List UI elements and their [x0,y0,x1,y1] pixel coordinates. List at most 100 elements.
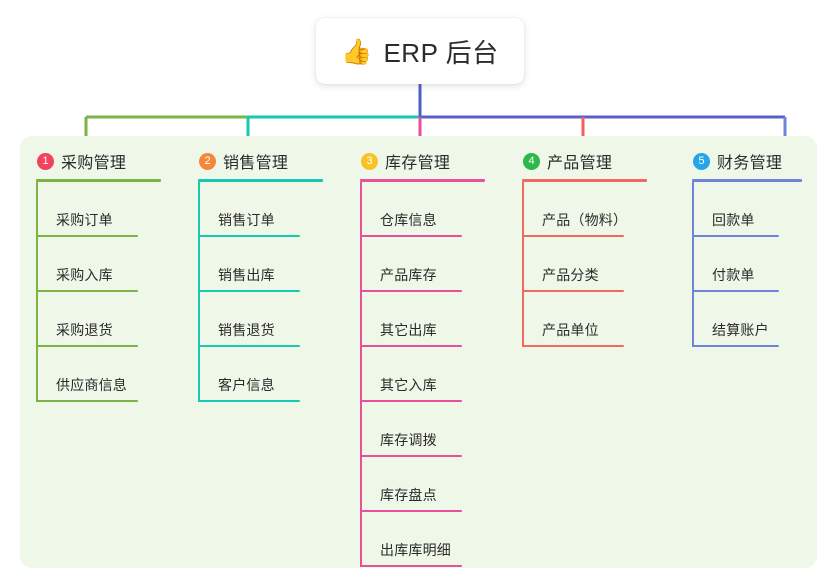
column-number-badge: 1 [37,152,54,170]
root-title: ERP 后台 [383,37,499,68]
column-items: 回款单付款单结算账户 [692,182,824,347]
leaf-label: 采购退货 [56,322,113,338]
mindmap-column-2: 2 销售管理销售订单销售出库销售退货客户信息 [185,148,345,402]
mindmap-leaf[interactable]: 回款单 [692,182,824,237]
column-header-rule [522,179,647,182]
mindmap-leaf[interactable]: 销售订单 [198,182,345,237]
column-number-badge: 4 [523,152,540,170]
mindmap-leaf[interactable]: 出库库明细 [360,512,507,567]
mindmap-leaf[interactable]: 库存盘点 [360,457,507,512]
column-header-1[interactable]: 1 采购管理 [23,148,183,174]
leaf-label: 产品分类 [542,267,599,283]
column-spine [198,182,200,402]
column-header-rule [36,179,161,182]
mindmap-leaf[interactable]: 库存调拨 [360,402,507,457]
leaf-label: 采购订单 [56,212,113,228]
column-title: 销售管理 [223,155,289,172]
column-title: 采购管理 [61,155,127,172]
leaf-rule [36,235,138,237]
mindmap-leaf[interactable]: 采购入库 [36,237,183,292]
column-items: 采购订单采购入库采购退货供应商信息 [36,182,183,402]
mindmap-leaf[interactable]: 采购订单 [36,182,183,237]
mindmap-column-5: 5 财务管理回款单付款单结算账户 [679,148,824,347]
leaf-label: 采购入库 [56,267,113,283]
column-number-badge: 3 [361,152,378,170]
mindmap-leaf[interactable]: 产品单位 [522,292,669,347]
mindmap-leaf[interactable]: 其它出库 [360,292,507,347]
leaf-rule [360,290,462,292]
leaf-rule [522,235,624,237]
leaf-label: 付款单 [712,267,755,283]
mindmap-column-4: 4 产品管理产品（物料） 产品分类产品单位 [509,148,669,347]
leaf-rule [522,345,624,347]
leaf-label: 库存盘点 [380,487,437,503]
thumbs-up-icon: 👍 [341,36,373,66]
leaf-rule [198,235,300,237]
column-number-badge: 2 [199,152,216,170]
leaf-label: 其它入库 [380,377,437,393]
root-node[interactable]: 👍 ERP 后台 [316,18,524,84]
leaf-rule [692,290,779,292]
leaf-rule [198,290,300,292]
leaf-rule [360,345,462,347]
leaf-label: 仓库信息 [380,212,437,228]
mindmap-leaf[interactable]: 结算账户 [692,292,824,347]
mindmap-leaf[interactable]: 其它入库 [360,347,507,402]
leaf-label: 销售订单 [218,212,275,228]
leaf-label: 客户信息 [218,377,275,393]
column-title: 产品管理 [547,155,613,172]
column-header-2[interactable]: 2 销售管理 [185,148,345,174]
column-header-rule [360,179,485,182]
column-spine [360,182,362,567]
leaf-label: 销售出库 [218,267,275,283]
leaf-rule [360,510,462,512]
mindmap-column-1: 1 采购管理采购订单采购入库采购退货供应商信息 [23,148,183,402]
column-items: 产品（物料） 产品分类产品单位 [522,182,669,347]
root-node-content: 👍 ERP 后台 [341,33,498,70]
leaf-rule [360,455,462,457]
column-header-rule [198,179,323,182]
column-header-rule [692,179,802,182]
leaf-rule [360,235,462,237]
column-spine [692,182,694,347]
mindmap-leaf[interactable]: 产品库存 [360,237,507,292]
leaf-rule [360,400,462,402]
column-items: 仓库信息产品库存其它出库其它入库库存调拨库存盘点出库库明细 [360,182,507,567]
column-items: 销售订单销售出库销售退货客户信息 [198,182,345,402]
mindmap-leaf[interactable]: 仓库信息 [360,182,507,237]
mindmap-leaf[interactable]: 客户信息 [198,347,345,402]
leaf-label: 回款单 [712,212,755,228]
mindmap-leaf[interactable]: 产品分类 [522,237,669,292]
leaf-label: 其它出库 [380,322,437,338]
column-header-3[interactable]: 3 库存管理 [347,148,507,174]
leaf-label: 出库库明细 [380,542,451,558]
mindmap-panel: 1 采购管理采购订单采购入库采购退货供应商信息 2 销售管理销售订单销售出库销售退货客… [20,136,817,568]
leaf-rule [360,565,462,567]
leaf-rule [692,235,779,237]
mindmap-leaf[interactable]: 供应商信息 [36,347,183,402]
mindmap-column-3: 3 库存管理仓库信息产品库存其它出库其它入库库存调拨库存盘点出库库明细 [347,148,507,567]
leaf-rule [36,290,138,292]
column-header-5[interactable]: 5 财务管理 [679,148,824,174]
column-spine [522,182,524,347]
column-title: 库存管理 [385,155,451,172]
leaf-label: 产品单位 [542,322,599,338]
mindmap-leaf[interactable]: 采购退货 [36,292,183,347]
mindmap-leaf[interactable]: 产品（物料） [522,182,669,237]
leaf-rule [198,345,300,347]
mindmap-leaf[interactable]: 付款单 [692,237,824,292]
leaf-label: 产品库存 [380,267,437,283]
leaf-label: 供应商信息 [56,377,127,393]
leaf-rule [198,400,300,402]
column-number-badge: 5 [693,152,710,170]
mindmap-leaf[interactable]: 销售退货 [198,292,345,347]
leaf-rule [522,290,624,292]
leaf-label: 结算账户 [712,322,769,338]
leaf-label: 产品（物料） [542,212,628,228]
mindmap-leaf[interactable]: 销售出库 [198,237,345,292]
column-header-4[interactable]: 4 产品管理 [509,148,669,174]
leaf-rule [692,345,779,347]
leaf-label: 库存调拨 [380,432,437,448]
leaf-rule [36,400,138,402]
column-title: 财务管理 [717,155,783,172]
